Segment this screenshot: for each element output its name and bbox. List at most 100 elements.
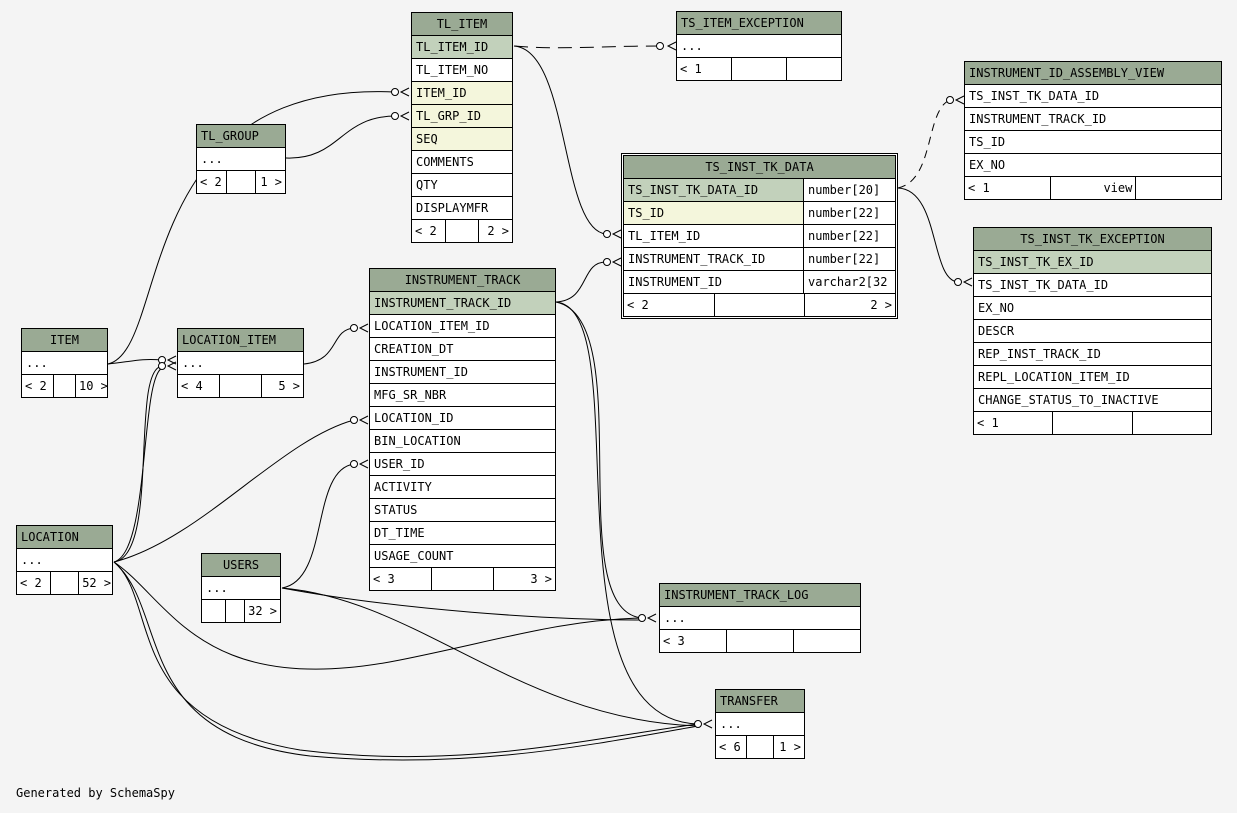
column-name: INSTRUMENT_ID (374, 365, 468, 379)
child-count[interactable]: 1 > (772, 736, 804, 758)
column-row[interactable]: TS_ID number[22] (624, 202, 895, 225)
column-row[interactable]: LOCATION_ID (370, 407, 555, 430)
column-row[interactable]: EX_NO (965, 154, 1221, 177)
child-count[interactable] (793, 630, 860, 652)
column-row[interactable]: TL_ITEM_ID number[22] (624, 225, 895, 248)
parent-count[interactable]: < 2 (200, 175, 222, 189)
column-row[interactable]: INSTRUMENT_TRACK_ID (370, 292, 555, 315)
table-location-item[interactable]: LOCATION_ITEM ... < 4 5 > (177, 328, 304, 398)
column-row[interactable]: TL_GRP_ID (412, 105, 512, 128)
child-count[interactable]: 1 > (255, 171, 285, 193)
table-instrument-track-log[interactable]: INSTRUMENT_TRACK_LOG ... < 3 (659, 583, 861, 653)
column-name: EX_NO (969, 158, 1006, 172)
table-users[interactable]: USERS ... 32 > (201, 553, 281, 623)
parent-count[interactable]: < 4 (181, 379, 203, 393)
column-row[interactable]: EX_NO (974, 297, 1211, 320)
column-row[interactable]: TL_ITEM_NO (412, 59, 512, 82)
child-count[interactable]: 5 > (261, 375, 303, 397)
column-row[interactable]: BIN_LOCATION (370, 430, 555, 453)
child-count[interactable]: 2 > (478, 220, 512, 242)
table-name: TL_GROUP (197, 125, 285, 148)
table-ts-inst-tk-data[interactable]: TS_INST_TK_DATA TS_INST_TK_DATA_ID numbe… (621, 153, 898, 319)
column-row[interactable]: USER_ID (370, 453, 555, 476)
table-name: TL_ITEM (412, 13, 512, 36)
column-row[interactable]: ... (178, 352, 303, 375)
column-row[interactable]: DESCR (974, 320, 1211, 343)
child-count[interactable]: 10 > (75, 375, 107, 397)
column-name: CHANGE_STATUS_TO_INACTIVE (978, 393, 1159, 407)
table-tl-group[interactable]: TL_GROUP ... < 2 1 > (196, 124, 286, 194)
table-instrument-id-assembly-view[interactable]: INSTRUMENT_ID_ASSEMBLY_VIEW TS_INST_TK_D… (964, 61, 1222, 200)
column-row[interactable]: SEQ (412, 128, 512, 151)
column-row[interactable]: CHANGE_STATUS_TO_INACTIVE (974, 389, 1211, 412)
column-row[interactable]: INSTRUMENT_TRACK_ID number[22] (624, 248, 895, 271)
column-row[interactable]: TS_INST_TK_DATA_ID (965, 85, 1221, 108)
child-count[interactable]: 3 > (493, 568, 555, 590)
column-row[interactable]: REP_INST_TRACK_ID (974, 343, 1211, 366)
column-row[interactable]: USAGE_COUNT (370, 545, 555, 568)
parent-count[interactable]: < 1 (968, 181, 990, 195)
column-name: ... (201, 152, 223, 166)
column-row[interactable]: ... (660, 607, 860, 630)
column-row[interactable]: TS_ID (965, 131, 1221, 154)
parent-count[interactable] (202, 600, 225, 622)
column-row[interactable]: ACTIVITY (370, 476, 555, 499)
parent-count[interactable]: < 2 (25, 379, 47, 393)
column-row[interactable]: ... (197, 148, 285, 171)
column-row[interactable]: MFG_SR_NBR (370, 384, 555, 407)
parent-count[interactable]: < 1 (977, 416, 999, 430)
column-row[interactable]: TL_ITEM_ID (412, 36, 512, 59)
column-row[interactable]: ... (22, 352, 107, 375)
column-row[interactable]: ITEM_ID (412, 82, 512, 105)
parent-count[interactable]: < 2 (415, 224, 437, 238)
column-row[interactable]: DISPLAYMFR (412, 197, 512, 220)
child-count[interactable] (786, 58, 841, 80)
column-row[interactable]: TS_INST_TK_DATA_ID (974, 274, 1211, 297)
column-row[interactable]: LOCATION_ITEM_ID (370, 315, 555, 338)
table-name: INSTRUMENT_TRACK (370, 269, 555, 292)
parent-count[interactable]: < 2 (20, 576, 42, 590)
child-count[interactable] (1135, 177, 1221, 199)
table-ts-inst-tk-exception[interactable]: TS_INST_TK_EXCEPTION TS_INST_TK_EX_ID TS… (973, 227, 1212, 435)
column-row[interactable]: REPL_LOCATION_ITEM_ID (974, 366, 1211, 389)
table-tl-item[interactable]: TL_ITEM TL_ITEM_ID TL_ITEM_NO ITEM_ID TL… (411, 12, 513, 243)
column-name: QTY (416, 178, 438, 192)
table-instrument-track[interactable]: INSTRUMENT_TRACK INSTRUMENT_TRACK_ID LOC… (369, 268, 556, 591)
column-name: BIN_LOCATION (374, 434, 461, 448)
row-count (713, 294, 805, 316)
row-count (225, 171, 256, 193)
column-row[interactable]: TS_INST_TK_DATA_ID number[20] (624, 179, 895, 202)
table-ts-item-exception[interactable]: TS_ITEM_EXCEPTION ... < 1 (676, 11, 842, 81)
column-name: ITEM_ID (416, 86, 467, 100)
column-row[interactable]: ... (716, 713, 804, 736)
column-row[interactable]: DT_TIME (370, 522, 555, 545)
column-row[interactable]: ... (202, 577, 280, 600)
column-name: ... (664, 611, 686, 625)
parent-count[interactable]: < 2 (627, 298, 649, 312)
column-name: TS_ID (969, 135, 1006, 149)
column-row[interactable]: INSTRUMENT_ID varchar2[32 (624, 271, 895, 294)
child-count[interactable]: 32 > (244, 600, 280, 622)
table-transfer[interactable]: TRANSFER ... < 6 1 > (715, 689, 805, 759)
column-row[interactable]: ... (17, 549, 112, 572)
parent-count[interactable]: < 3 (373, 572, 395, 586)
edge-tl-item-ts-inst-tk-data (513, 45, 607, 235)
column-type: number[22] (803, 248, 895, 270)
child-count[interactable]: 52 > (78, 572, 112, 594)
column-row[interactable]: ... (677, 35, 841, 58)
column-row[interactable]: INSTRUMENT_ID (370, 361, 555, 384)
table-item[interactable]: ITEM ... < 2 10 > (21, 328, 108, 398)
column-row[interactable]: STATUS (370, 499, 555, 522)
parent-count[interactable]: < 6 (719, 740, 741, 754)
table-location[interactable]: LOCATION ... < 2 52 > (16, 525, 113, 595)
column-name: EX_NO (978, 301, 1015, 315)
column-row[interactable]: COMMENTS (412, 151, 512, 174)
parent-count[interactable]: < 3 (663, 634, 685, 648)
column-row[interactable]: QTY (412, 174, 512, 197)
parent-count[interactable]: < 1 (680, 62, 702, 76)
child-count[interactable]: 2 > (804, 294, 895, 316)
column-row[interactable]: INSTRUMENT_TRACK_ID (965, 108, 1221, 131)
column-row[interactable]: CREATION_DT (370, 338, 555, 361)
column-row[interactable]: TS_INST_TK_EX_ID (974, 251, 1211, 274)
child-count[interactable] (1131, 412, 1211, 434)
